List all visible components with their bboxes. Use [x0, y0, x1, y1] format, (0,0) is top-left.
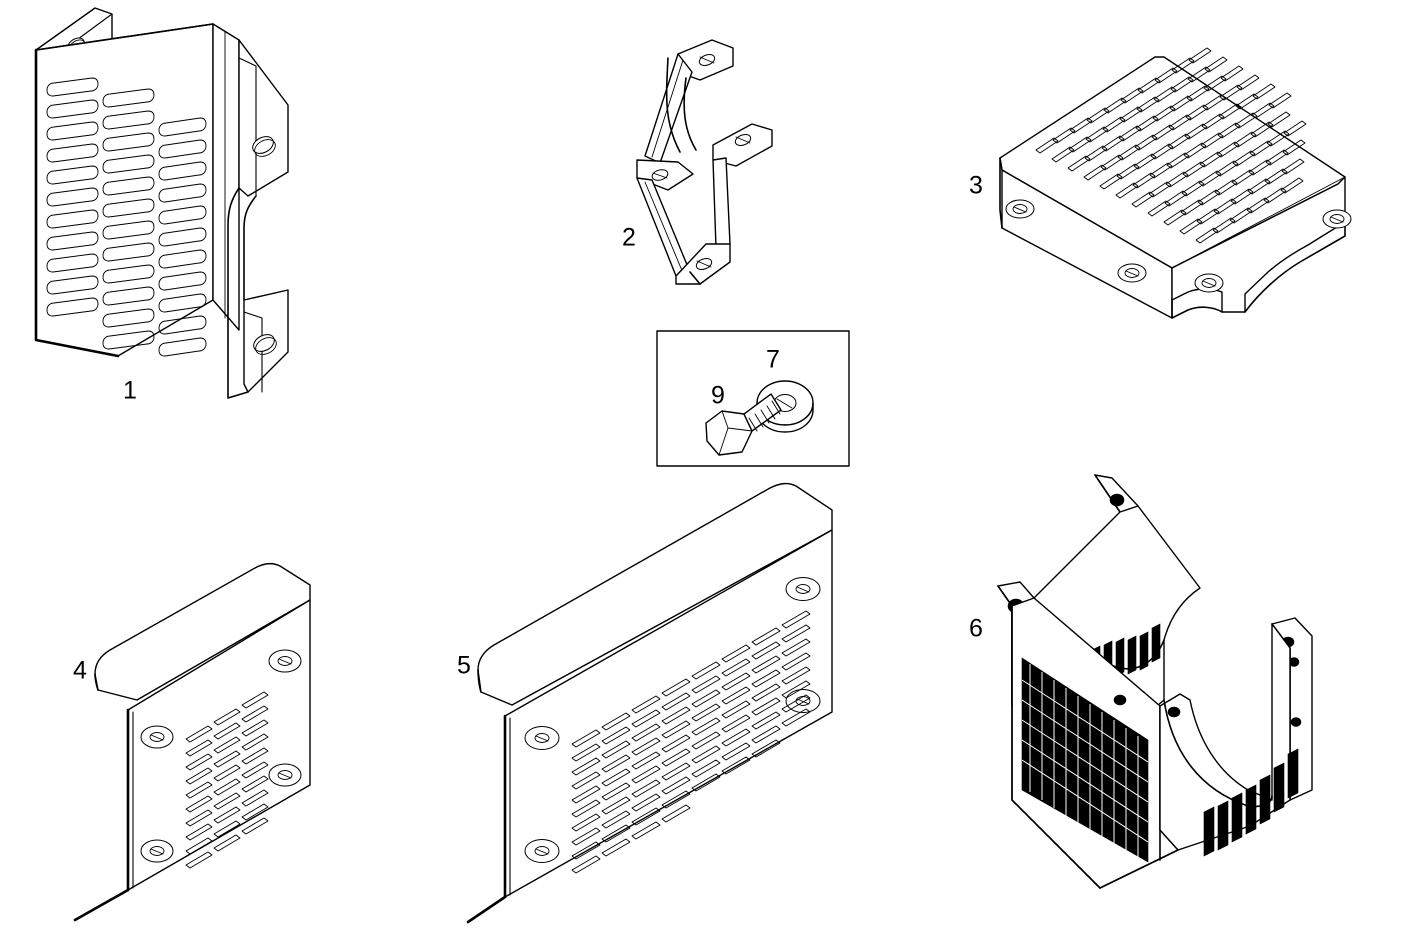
callout-7: 7 [766, 346, 780, 374]
part1-hole-lower-rim [255, 337, 277, 355]
part1-face-left-edge [34, 48, 120, 358]
washer-bore-slot [776, 398, 793, 409]
part4-louver-column-3 [241, 691, 269, 835]
part4-boss-bottom-right [268, 763, 302, 787]
part6-hole-right-arm-3 [1290, 717, 1302, 727]
part6-bottom-edge [1099, 849, 1179, 889]
part2-bottom-edge [689, 271, 701, 285]
part3-slot-array [1035, 47, 1307, 244]
part1-right-web [212, 23, 240, 331]
part5-louver-column-8 [781, 610, 811, 727]
part2-hole-3-slot [735, 136, 751, 144]
part5-boss-top-right [785, 577, 821, 601]
bolt-hex-head [705, 410, 753, 456]
part5-top-fold [477, 482, 833, 706]
part-4-small-louvered-side-panel[interactable] [73, 562, 311, 922]
part-9-hex-head-bolt[interactable] [705, 393, 782, 456]
part1-lower-flange-fold [243, 311, 263, 393]
part2-inner-curve-bottom [683, 77, 697, 151]
part-1-louvered-guard-panel[interactable] [34, 7, 289, 399]
part5-louver-column-7 [751, 627, 781, 758]
part1-upper-flange [238, 39, 289, 197]
part5-louver-column-2 [601, 712, 631, 857]
part4-ground-line [73, 888, 130, 922]
part5-boss-bottom-left [524, 839, 560, 863]
part6-front-left-outline [1011, 605, 1101, 889]
part4-boss-top-left [140, 725, 174, 749]
part2-hole-2-slot [652, 172, 668, 179]
part3-boss-front-right [1194, 273, 1224, 293]
part3-skirt-fold [1001, 169, 1346, 269]
fastener-detail-box[interactable]: 7 9 [656, 330, 850, 467]
part3-left-skirt-edge [999, 157, 1003, 229]
part5-louver-column-3 [631, 695, 661, 840]
part1-louver-column-2 [102, 88, 155, 350]
part6-hole-center-2 [1113, 694, 1127, 706]
part4-boss-bottom-left [140, 839, 174, 863]
part1-hole-upper-rim [254, 139, 276, 157]
part6-hole-center [1167, 706, 1181, 718]
part-3-perforated-top-cover[interactable] [999, 47, 1352, 319]
part6-mesh-front-left-texture [1021, 664, 1149, 862]
part3-boss-rear-right [1322, 209, 1352, 229]
part2-hole-4-slot [696, 260, 712, 268]
part-6-u-shaped-mesh-shroud[interactable] [997, 474, 1313, 889]
part6-hole-rear-arm [1109, 493, 1125, 507]
part5-louver-column-5 [691, 661, 721, 792]
part5-louver-array [571, 610, 811, 874]
part1-hole-upper [252, 136, 274, 154]
part3-cutout-curve [1244, 221, 1346, 313]
bolt-hex-facets [718, 410, 753, 456]
part1-louver-array [46, 77, 207, 357]
part-2-u-mounting-bracket[interactable] [636, 39, 773, 285]
part4-louver-column-1 [185, 725, 213, 869]
part5-louver-column-1 [571, 729, 601, 874]
part3-boss-front-left [1117, 263, 1147, 283]
part1-main-face [35, 23, 214, 357]
part5-boss-top-left [524, 726, 560, 750]
part2-hole-2 [651, 169, 669, 181]
inset-box-border [656, 330, 850, 467]
part1-bottom-return [227, 305, 249, 399]
callout-4: 4 [73, 657, 87, 685]
part4-top-fold [94, 562, 311, 701]
callout-5: 5 [457, 652, 471, 680]
callout-6: 6 [969, 615, 983, 643]
part1-louver-column-1 [46, 77, 99, 317]
part5-fold-left-curve [477, 669, 482, 693]
part1-face-top-edge [35, 23, 214, 51]
part5-fold-crease [511, 529, 833, 706]
callout-1: 1 [123, 377, 137, 405]
part6-mesh-front-right [1203, 748, 1299, 857]
part-5-wide-louvered-side-panel[interactable] [466, 482, 833, 924]
callout-9: 9 [711, 382, 725, 410]
part5-louver-column-4 [661, 678, 691, 823]
part1-louver-column-3 [158, 117, 207, 357]
part2-inner-curve-top [665, 57, 681, 153]
part3-right-skirt-lower [1171, 299, 1223, 319]
part5-ground-line [466, 895, 507, 924]
bolt-threads [748, 400, 781, 432]
part4-louver-column-2 [213, 708, 241, 852]
part4-louver-array [185, 691, 269, 869]
part4-fold-left-curve [94, 673, 99, 691]
part4-boss-top-right [268, 649, 302, 673]
washer-thickness [756, 402, 814, 433]
callout-2: 2 [622, 224, 636, 252]
callout-3: 3 [969, 172, 983, 200]
part1-notch-curve [243, 195, 257, 301]
part1-notch-curve-inner [227, 187, 240, 307]
part3-boss-rear-left [1005, 199, 1035, 219]
part5-louver-column-6 [721, 644, 751, 775]
part2-arm-crease-2 [644, 181, 684, 274]
part2-hole-1-slot [699, 56, 715, 64]
part1-hole-lower [253, 334, 275, 352]
